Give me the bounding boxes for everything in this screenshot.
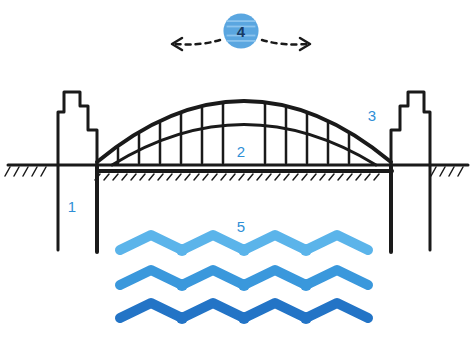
left-pylon [58, 92, 97, 165]
hatch [14, 167, 19, 176]
hanger [180, 114, 183, 163]
hatch [212, 174, 217, 180]
hatch [194, 174, 199, 180]
hatch [458, 167, 463, 176]
hatch [365, 174, 370, 180]
pylon-leg [57, 165, 60, 250]
hatch [203, 174, 208, 180]
water-waves [120, 235, 368, 324]
hatch [338, 174, 343, 180]
hatch [311, 174, 316, 180]
hanger [285, 108, 288, 163]
hanger [222, 104, 225, 163]
hatch [41, 167, 46, 176]
hatch [302, 174, 307, 180]
hatch [347, 174, 352, 180]
arrow-head [172, 38, 182, 50]
hatch [122, 174, 127, 180]
globe-stripe [227, 40, 256, 42]
deck-beam [97, 169, 392, 173]
hatch [356, 174, 361, 180]
hatch [185, 174, 190, 180]
hatch [158, 174, 163, 180]
pylon-leg [95, 165, 99, 252]
hatch [374, 174, 379, 180]
hatch [266, 174, 271, 180]
motion-arrow [176, 40, 220, 45]
hatch [248, 174, 253, 180]
arrow-head [300, 38, 310, 50]
wave-dot [300, 244, 312, 256]
globe-stripe [227, 20, 256, 22]
hatch [329, 174, 334, 180]
hatch [440, 167, 445, 176]
arch-hangers [118, 104, 349, 163]
callout-number: 5 [235, 219, 247, 235]
hatch [221, 174, 226, 180]
hatch [449, 167, 454, 176]
callout-number: 4 [223, 23, 259, 40]
hatch [230, 174, 235, 180]
hatch [176, 174, 181, 180]
wave-dot [300, 279, 312, 291]
globe-circle: 4 [223, 13, 259, 49]
hatch [32, 167, 37, 176]
bridge-deck [8, 164, 468, 167]
pylon-leg [389, 165, 393, 252]
motion-arrow [262, 40, 306, 45]
wave-dot [176, 312, 188, 324]
hatch [23, 167, 28, 176]
inner-arch [112, 125, 376, 166]
hanger [117, 148, 120, 163]
wave-dot [238, 312, 250, 324]
wave-dot [176, 244, 188, 256]
hatch [167, 174, 172, 180]
callout-number: 3 [366, 108, 378, 124]
wave-dot [300, 312, 312, 324]
hatch [257, 174, 262, 180]
right-pylon [391, 92, 430, 165]
wave-dot [176, 279, 188, 291]
hatch [149, 174, 154, 180]
outer-arch [97, 101, 391, 162]
callout-number: 2 [235, 144, 247, 160]
hanger [327, 123, 330, 163]
hatch [284, 174, 289, 180]
hanger [306, 114, 309, 163]
ground-hatching [5, 167, 463, 180]
hatch [95, 174, 100, 180]
hanger [264, 104, 267, 163]
hanger [138, 134, 141, 163]
hatch [431, 167, 436, 176]
wave-dot [238, 279, 250, 291]
wave-dot [238, 244, 250, 256]
hanger [159, 123, 162, 163]
hatch [293, 174, 298, 180]
hatch [113, 174, 118, 180]
hatch [104, 174, 109, 180]
hatch [5, 167, 10, 176]
hatch [140, 174, 145, 180]
hatch [131, 174, 136, 180]
callout-number: 1 [66, 199, 78, 215]
hanger [348, 134, 351, 163]
pylon-leg [429, 165, 432, 250]
hanger [201, 108, 204, 163]
hatch [275, 174, 280, 180]
hatch [320, 174, 325, 180]
hatch [239, 174, 244, 180]
